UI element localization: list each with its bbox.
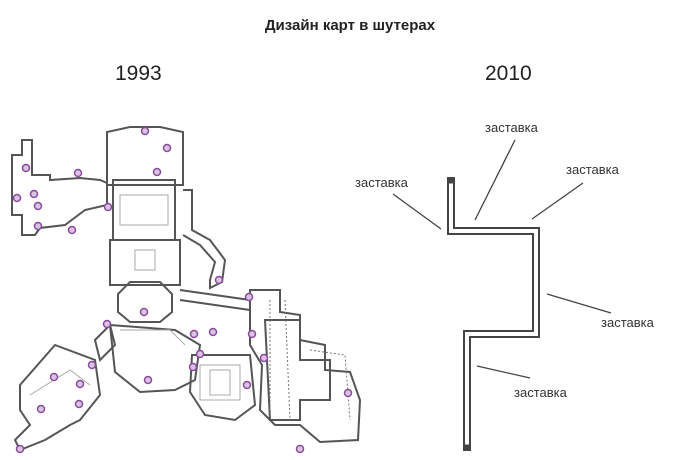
map-1993: [11, 126, 362, 452]
map-corridor-right: [182, 189, 227, 290]
map-marker: [259, 353, 269, 363]
cutscene-label: заставка: [514, 385, 567, 400]
map-marker: [139, 307, 149, 317]
map-marker: [74, 399, 84, 409]
map-room-bottom-left: [13, 343, 102, 452]
image-title: Дизайн карт в шутерах: [264, 17, 436, 34]
year-2010-label: 2010: [485, 62, 532, 85]
map-room-top-hall: [106, 126, 184, 186]
map-marker: [214, 275, 224, 285]
map-room-left-arm: [93, 323, 117, 362]
map-room-main-hall: [112, 179, 176, 241]
map-marker: [195, 349, 205, 359]
pointer-line: [476, 365, 531, 379]
map-room-middle: [109, 239, 181, 286]
map-room-right-complex: [249, 289, 362, 444]
map-marker: [49, 372, 59, 382]
map-marker: [87, 360, 97, 370]
map-marker: [244, 292, 254, 302]
map-marker: [208, 327, 218, 337]
map-marker: [295, 444, 305, 454]
map-marker: [188, 362, 198, 372]
cutscene-label: заставка: [485, 120, 538, 135]
map-marker: [343, 388, 353, 398]
map-marker: [103, 202, 113, 212]
map-room-right-inner: [263, 319, 331, 421]
pointer-line: [392, 193, 442, 230]
map-marker: [33, 221, 43, 231]
map-marker: [75, 379, 85, 389]
year-1993-label: 1993: [115, 62, 162, 85]
pointer-line: [531, 182, 584, 220]
map-marker: [67, 225, 77, 235]
map-marker: [36, 404, 46, 414]
pointer-line: [474, 139, 516, 221]
map-markers: [12, 126, 353, 454]
map-marker: [247, 329, 257, 339]
map-corridor-east: [179, 289, 251, 301]
pointer-line: [546, 293, 612, 314]
map-room-bottom-center: [108, 323, 202, 394]
map-marker: [102, 319, 112, 329]
map-marker: [73, 168, 83, 178]
map-marker: [15, 444, 25, 454]
cutscene-label: заставка: [355, 175, 408, 190]
map-marker: [143, 375, 153, 385]
map-room-octagon: [117, 281, 173, 323]
cutscene-pointer-lines: [392, 139, 612, 379]
map-marker: [29, 189, 39, 199]
map-room-bottom-middle: [188, 354, 257, 422]
map-marker: [140, 126, 150, 136]
map-marker: [12, 193, 22, 203]
map-marker: [242, 380, 252, 390]
cutscene-label: заставка: [566, 162, 619, 177]
map-marker: [152, 167, 162, 177]
map-marker: [162, 143, 172, 153]
cutscene-label: заставка: [601, 315, 654, 330]
map-marker: [189, 329, 199, 339]
map-2010-corridor: [447, 177, 540, 451]
map-corridor-east-2: [179, 299, 251, 311]
map-room-left-wing: [11, 139, 108, 236]
map-1993-details: [29, 194, 351, 421]
map-marker: [21, 163, 31, 173]
map-marker: [33, 201, 43, 211]
